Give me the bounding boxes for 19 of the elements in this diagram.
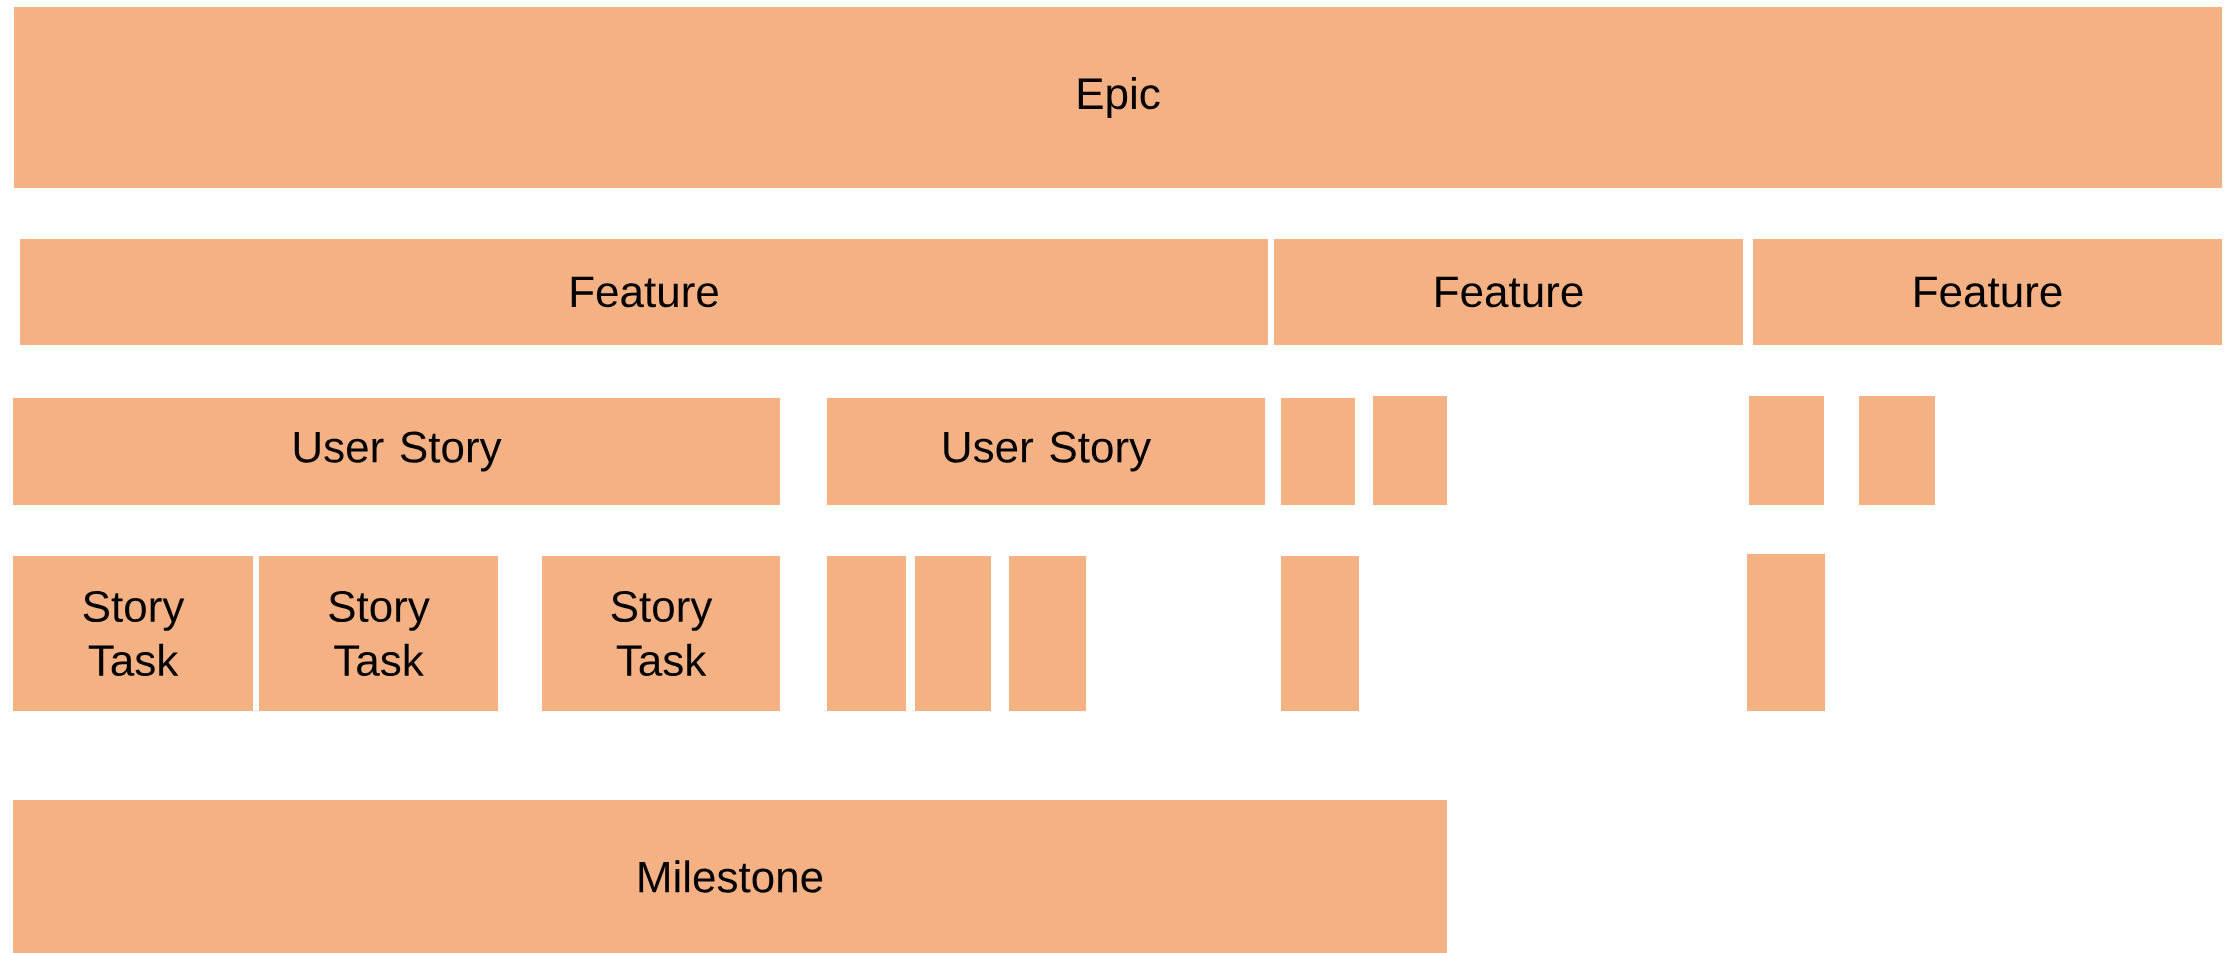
empty-box [1009, 556, 1086, 711]
empty-box [1747, 554, 1826, 711]
empty-box [1859, 396, 1936, 505]
empty-box [1281, 398, 1355, 505]
item-box: Milestone [13, 800, 1447, 953]
item-box: Epic [14, 7, 2223, 188]
empty-box [915, 556, 991, 711]
empty-box [1373, 396, 1447, 505]
item-box: User Story [827, 398, 1265, 505]
item-box: Story Task [259, 556, 498, 711]
empty-box [827, 556, 906, 711]
item-box: Feature [20, 239, 1268, 345]
empty-box [1749, 396, 1824, 505]
item-box: Story Task [542, 556, 780, 711]
item-box: Feature [1274, 239, 1743, 345]
item-box: Feature [1753, 239, 2223, 345]
item-box: Story Task [13, 556, 253, 711]
empty-box [1281, 556, 1359, 711]
item-box: User Story [13, 398, 780, 505]
